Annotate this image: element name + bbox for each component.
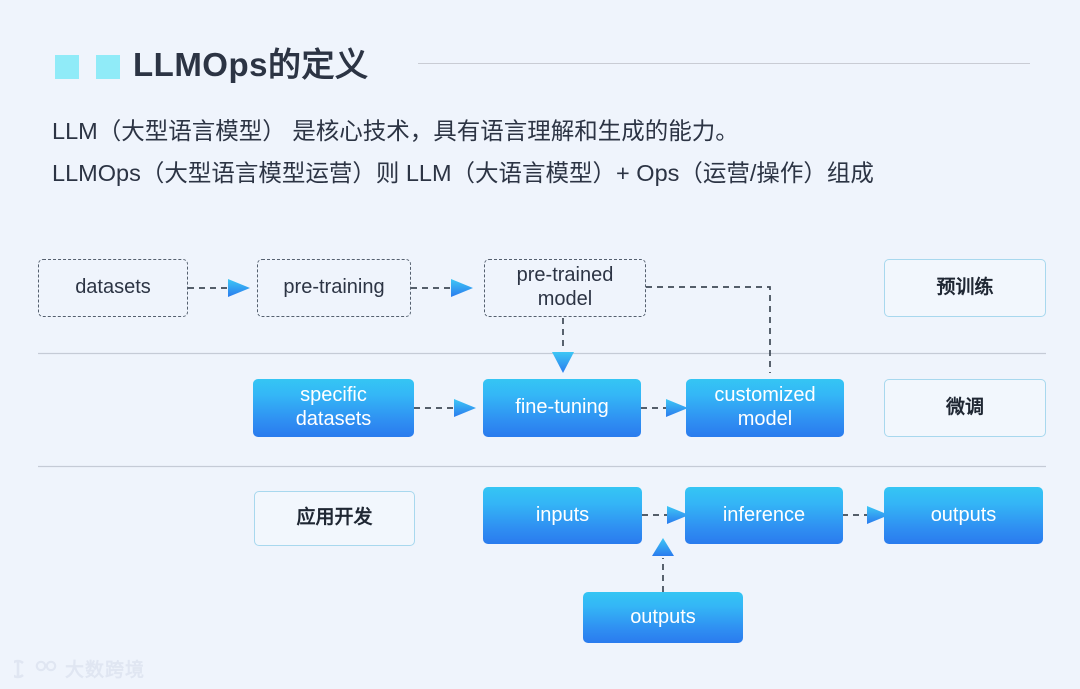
arrowhead-finetuning-2 — [454, 399, 476, 417]
arrowhead-pretraining — [228, 279, 250, 297]
node-fine-tuning[interactable]: fine-tuning — [483, 379, 641, 437]
stage-label-pretrain[interactable]: 预训练 — [884, 259, 1046, 317]
arrowhead-inference — [667, 506, 689, 524]
node-datasets[interactable]: datasets — [38, 259, 188, 317]
node-inference[interactable]: inference — [685, 487, 843, 544]
arrowhead-outputs — [867, 506, 889, 524]
node-customized-model[interactable]: customized model — [686, 379, 844, 437]
node-pre-trained-model-line2: model — [537, 288, 593, 310]
node-specific-datasets[interactable]: specific datasets — [253, 379, 414, 437]
stage-label-appdev[interactable]: 应用开发 — [254, 491, 415, 546]
node-customized-model-line2: model — [737, 408, 793, 430]
stage-label-finetune[interactable]: 微调 — [884, 379, 1046, 437]
node-outputs[interactable]: outputs — [884, 487, 1043, 544]
node-pre-trained-model[interactable]: pre-trained model — [484, 259, 646, 317]
intro-line-2: LLMOps（大型语言模型运营）则 LLM（大语言模型）+ Ops（运营/操作）… — [52, 160, 874, 186]
intro-line-1: LLM（大型语言模型） 是核心技术，具有语言理解和生成的能力。 — [52, 118, 739, 144]
watermark: 大数跨境 — [14, 655, 145, 682]
brand-logo-icon — [14, 659, 57, 678]
title-divider — [418, 63, 1030, 64]
connector-model-to-customized — [646, 286, 771, 373]
node-specific-datasets-line2: datasets — [295, 408, 372, 430]
arrowhead-inputs-feedback — [652, 538, 674, 556]
arrowhead-finetuning — [552, 352, 574, 373]
page-header: LLMOps的定义 — [0, 0, 1080, 100]
node-pre-trained-model-line1: pre-trained — [516, 264, 614, 287]
accent-square-2 — [96, 55, 120, 79]
arrowhead-pretrained-model — [451, 279, 473, 297]
page-title: LLMOps的定义 — [133, 46, 369, 83]
accent-square-1 — [55, 55, 79, 79]
node-customized-model-line1: customized — [714, 384, 816, 407]
node-specific-datasets-line1: specific — [300, 384, 367, 407]
node-outputs-feedback[interactable]: outputs — [583, 592, 743, 643]
arrowhead-customized-model — [666, 399, 688, 417]
intro-paragraph: LLM（大型语言模型） 是核心技术，具有语言理解和生成的能力。 LLMOps（大… — [52, 110, 1062, 194]
watermark-text: 大数跨境 — [65, 660, 146, 681]
node-inputs[interactable]: inputs — [483, 487, 642, 544]
node-pre-training[interactable]: pre-training — [257, 259, 411, 317]
